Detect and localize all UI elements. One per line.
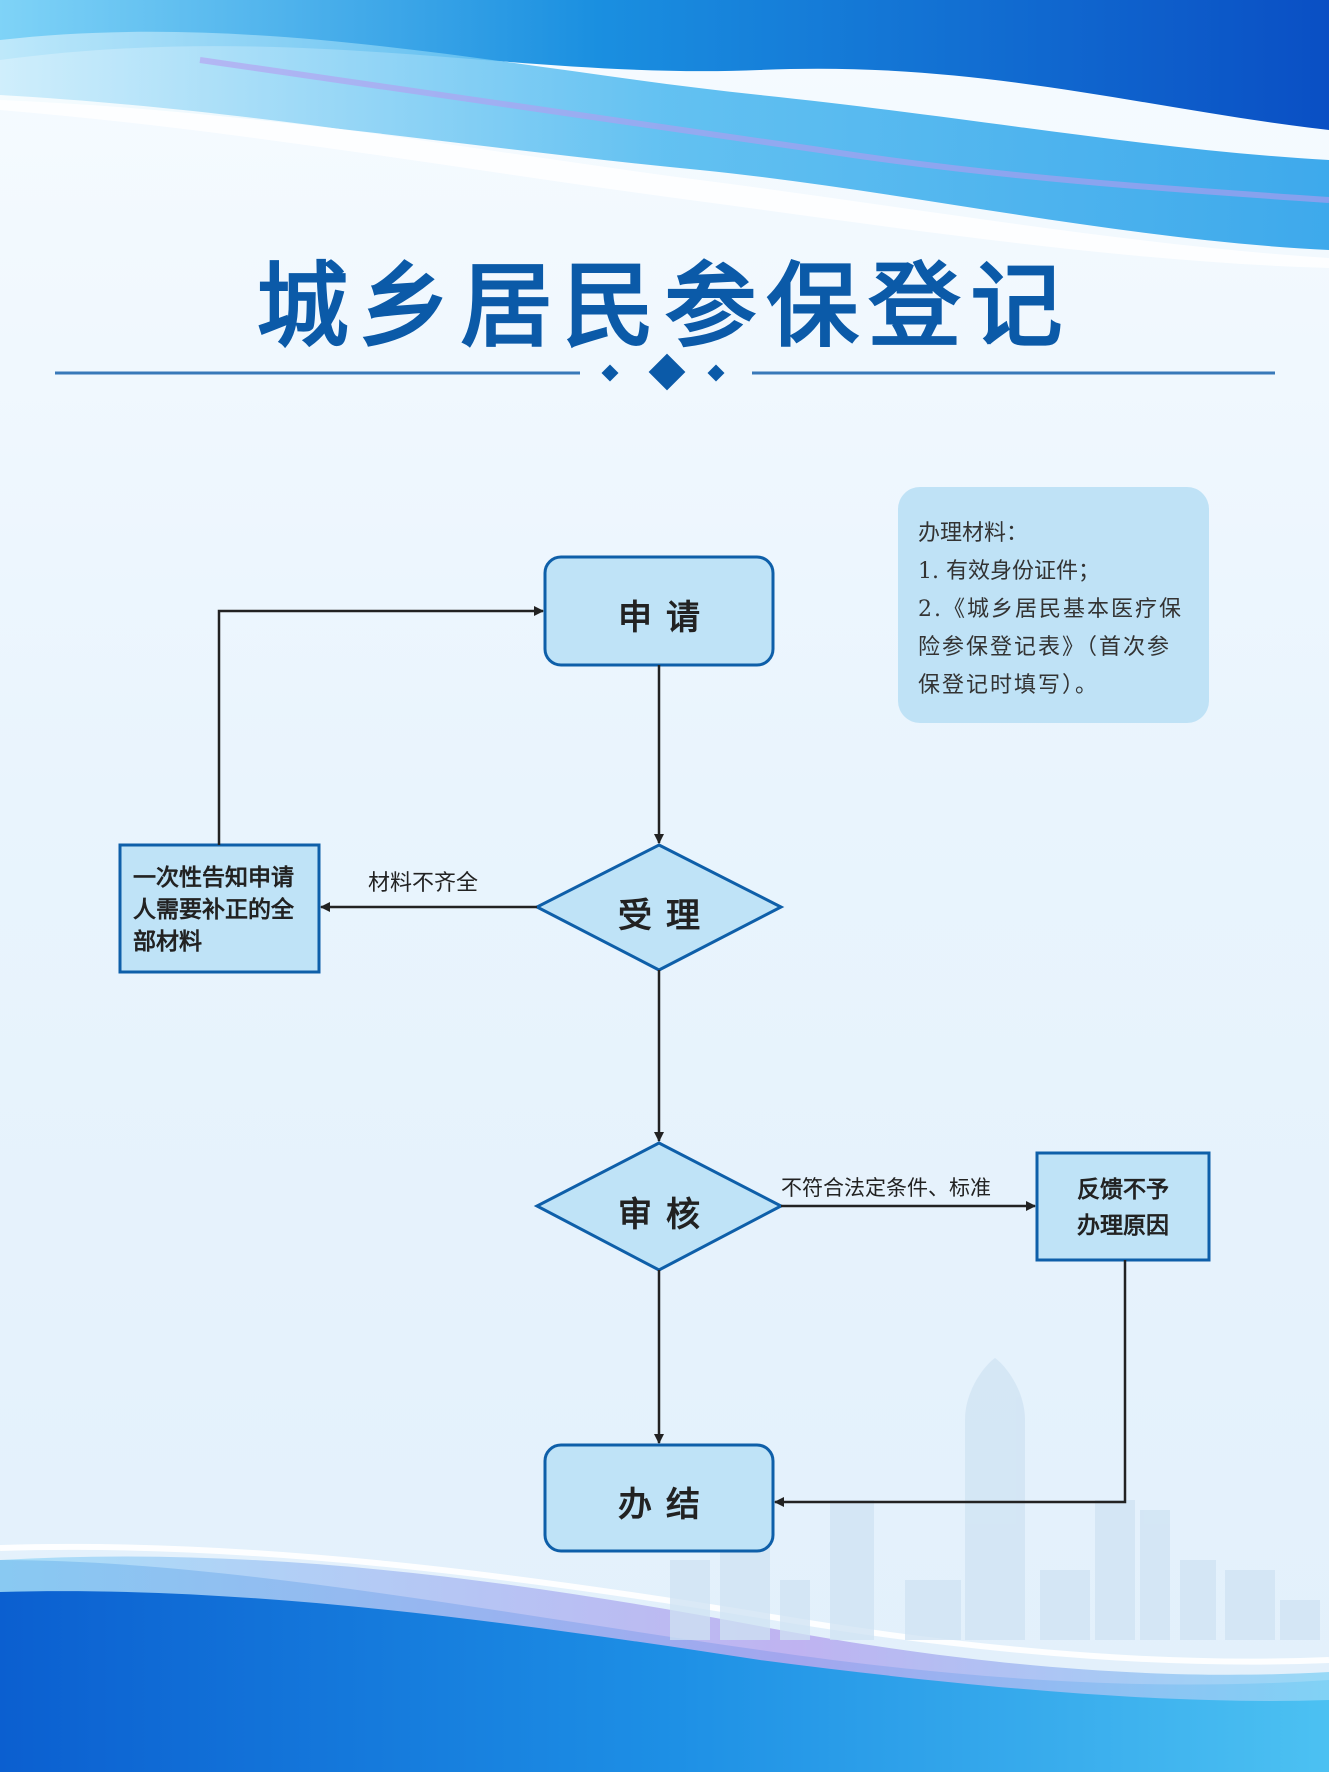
edge-label-incomplete: 材料不齐全 <box>368 871 479 896</box>
box-feedback-shape <box>1035 1151 1211 1262</box>
node-complete-label: 办结 <box>618 1485 714 1525</box>
box-feedback-text: 反馈不予 办理原因 <box>1037 1172 1209 1244</box>
materials-heading: 办理材料： <box>918 521 1029 546</box>
node-apply-label: 申请 <box>618 598 714 638</box>
box-supplement-line-2: 人需要补正的全 <box>133 897 294 923</box>
box-supplement-shape <box>118 843 321 974</box>
edge-label-not-qualified: 不符合法定条件、标准 <box>781 1176 991 1200</box>
node-accept-label: 受理 <box>618 896 714 936</box>
box-supplement-line-3: 部材料 <box>133 929 202 955</box>
node-review-label: 审核 <box>618 1195 714 1235</box>
edge-feedback-to-complete <box>774 1260 1127 1507</box>
box-supplement-text: 一次性告知申请 人需要补正的全 部材料 <box>133 862 318 958</box>
edge-supplement-to-apply <box>217 606 544 845</box>
materials-panel: 办理材料： 1. 有效身份证件； 2.《城乡居民基本医疗保险参保登记表》（首次参… <box>898 487 1209 723</box>
materials-item-2: 2.《城乡居民基本医疗保险参保登记表》（首次参保登记时填写）。 <box>918 597 1183 698</box>
box-feedback-line-2: 办理原因 <box>1077 1213 1169 1239</box>
box-feedback-line-1: 反馈不予 <box>1077 1177 1169 1203</box>
node-complete-shape <box>543 1443 775 1553</box>
box-supplement-line-1: 一次性告知申请 <box>133 865 294 891</box>
materials-item-1: 1. 有效身份证件； <box>918 559 1100 584</box>
page-title: 城乡居民参保登记 <box>256 253 1073 360</box>
